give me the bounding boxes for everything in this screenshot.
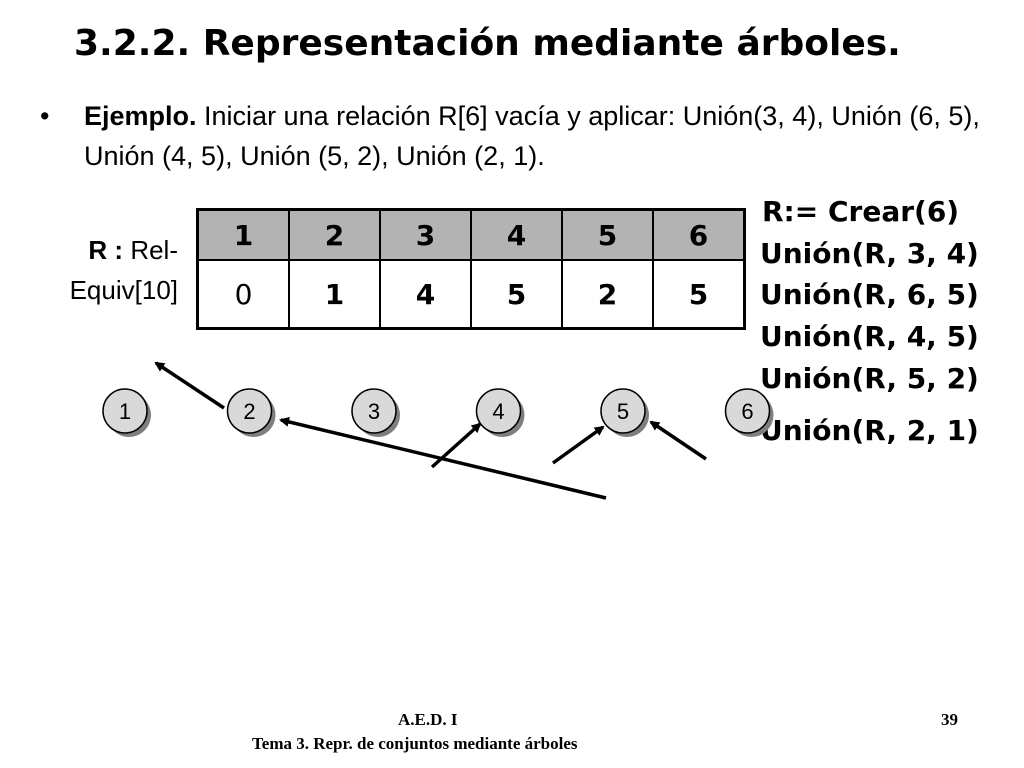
- edge-5-to-2: [551, 425, 605, 465]
- edges-layer: [154, 361, 707, 500]
- index-cell: 2: [288, 208, 381, 261]
- parent-cell: 2: [561, 259, 654, 330]
- node-4: 4: [475, 388, 525, 437]
- operation-union-2-1: Unión(R, 2, 1): [760, 414, 979, 447]
- index-cell: 6: [652, 208, 746, 261]
- footer-topic: Tema 3. Repr. de conjuntos mediante árbo…: [252, 734, 578, 753]
- relation-label: R : Rel-Equiv[10]: [20, 230, 178, 310]
- node-3: 3: [351, 388, 400, 437]
- node-circle: [600, 388, 646, 434]
- edge-4-to-2: [279, 417, 607, 500]
- parent-cell: 4: [379, 259, 472, 330]
- index-cell: 3: [379, 208, 472, 261]
- footer-page-number: 39: [941, 710, 958, 729]
- node-label: 3: [368, 399, 380, 424]
- node-label: 4: [492, 399, 504, 424]
- node-circle: [102, 388, 148, 434]
- footer-course: A.E.D. I: [398, 710, 458, 729]
- node-label: 6: [741, 399, 753, 424]
- relation-name: R :: [88, 235, 124, 265]
- slide-title: 3.2.2. Representación mediante árboles.: [74, 23, 901, 64]
- operation-union-4-5: Unión(R, 4, 5): [760, 320, 979, 353]
- index-row: 1 2 3 4 5 6: [196, 208, 746, 261]
- example-text: Ejemplo. Iniciar una relación R[6] vacía…: [84, 96, 984, 176]
- index-cell: 5: [561, 208, 654, 261]
- parent-cell: 5: [470, 259, 563, 330]
- node-1: 1: [102, 388, 151, 437]
- node-label: 5: [617, 399, 629, 424]
- node-label: 1: [119, 399, 131, 424]
- node-label: 2: [243, 399, 255, 424]
- node-circle: [226, 388, 273, 434]
- example-lead: Ejemplo.: [84, 101, 197, 131]
- relation-array-table: 1 2 3 4 5 6 0 1 4 5 2 5: [196, 208, 746, 330]
- nodes-layer: 1 2 3 4 5 6: [102, 388, 774, 437]
- operation-union-3-4: Unión(R, 3, 4): [760, 237, 979, 270]
- bullet-marker: •: [40, 101, 50, 131]
- edge-6-to-5: [649, 420, 707, 461]
- node-circle: [475, 388, 522, 434]
- index-cell: 1: [196, 208, 290, 261]
- relation-type: Rel-Equiv[10]: [69, 235, 178, 305]
- node-2: 2: [226, 388, 276, 437]
- index-cell: 4: [470, 208, 563, 261]
- node-6: 6: [724, 388, 774, 437]
- node-circle: [724, 388, 771, 434]
- operation-union-5-2: Unión(R, 5, 2): [760, 362, 979, 395]
- node-5: 5: [600, 388, 649, 437]
- operation-union-6-5: Unión(R, 6, 5): [760, 278, 979, 311]
- edge-2-to-1: [154, 361, 225, 410]
- example-body: Iniciar una relación R[6] vacía y aplica…: [84, 101, 980, 171]
- parent-row: 0 1 4 5 2 5: [196, 259, 746, 330]
- parent-cell: 1: [288, 259, 381, 330]
- parent-cell: 0: [196, 259, 290, 330]
- operation-crear: R:= Crear(6): [762, 195, 960, 228]
- node-circle: [351, 388, 397, 434]
- parent-cell: 5: [652, 259, 746, 330]
